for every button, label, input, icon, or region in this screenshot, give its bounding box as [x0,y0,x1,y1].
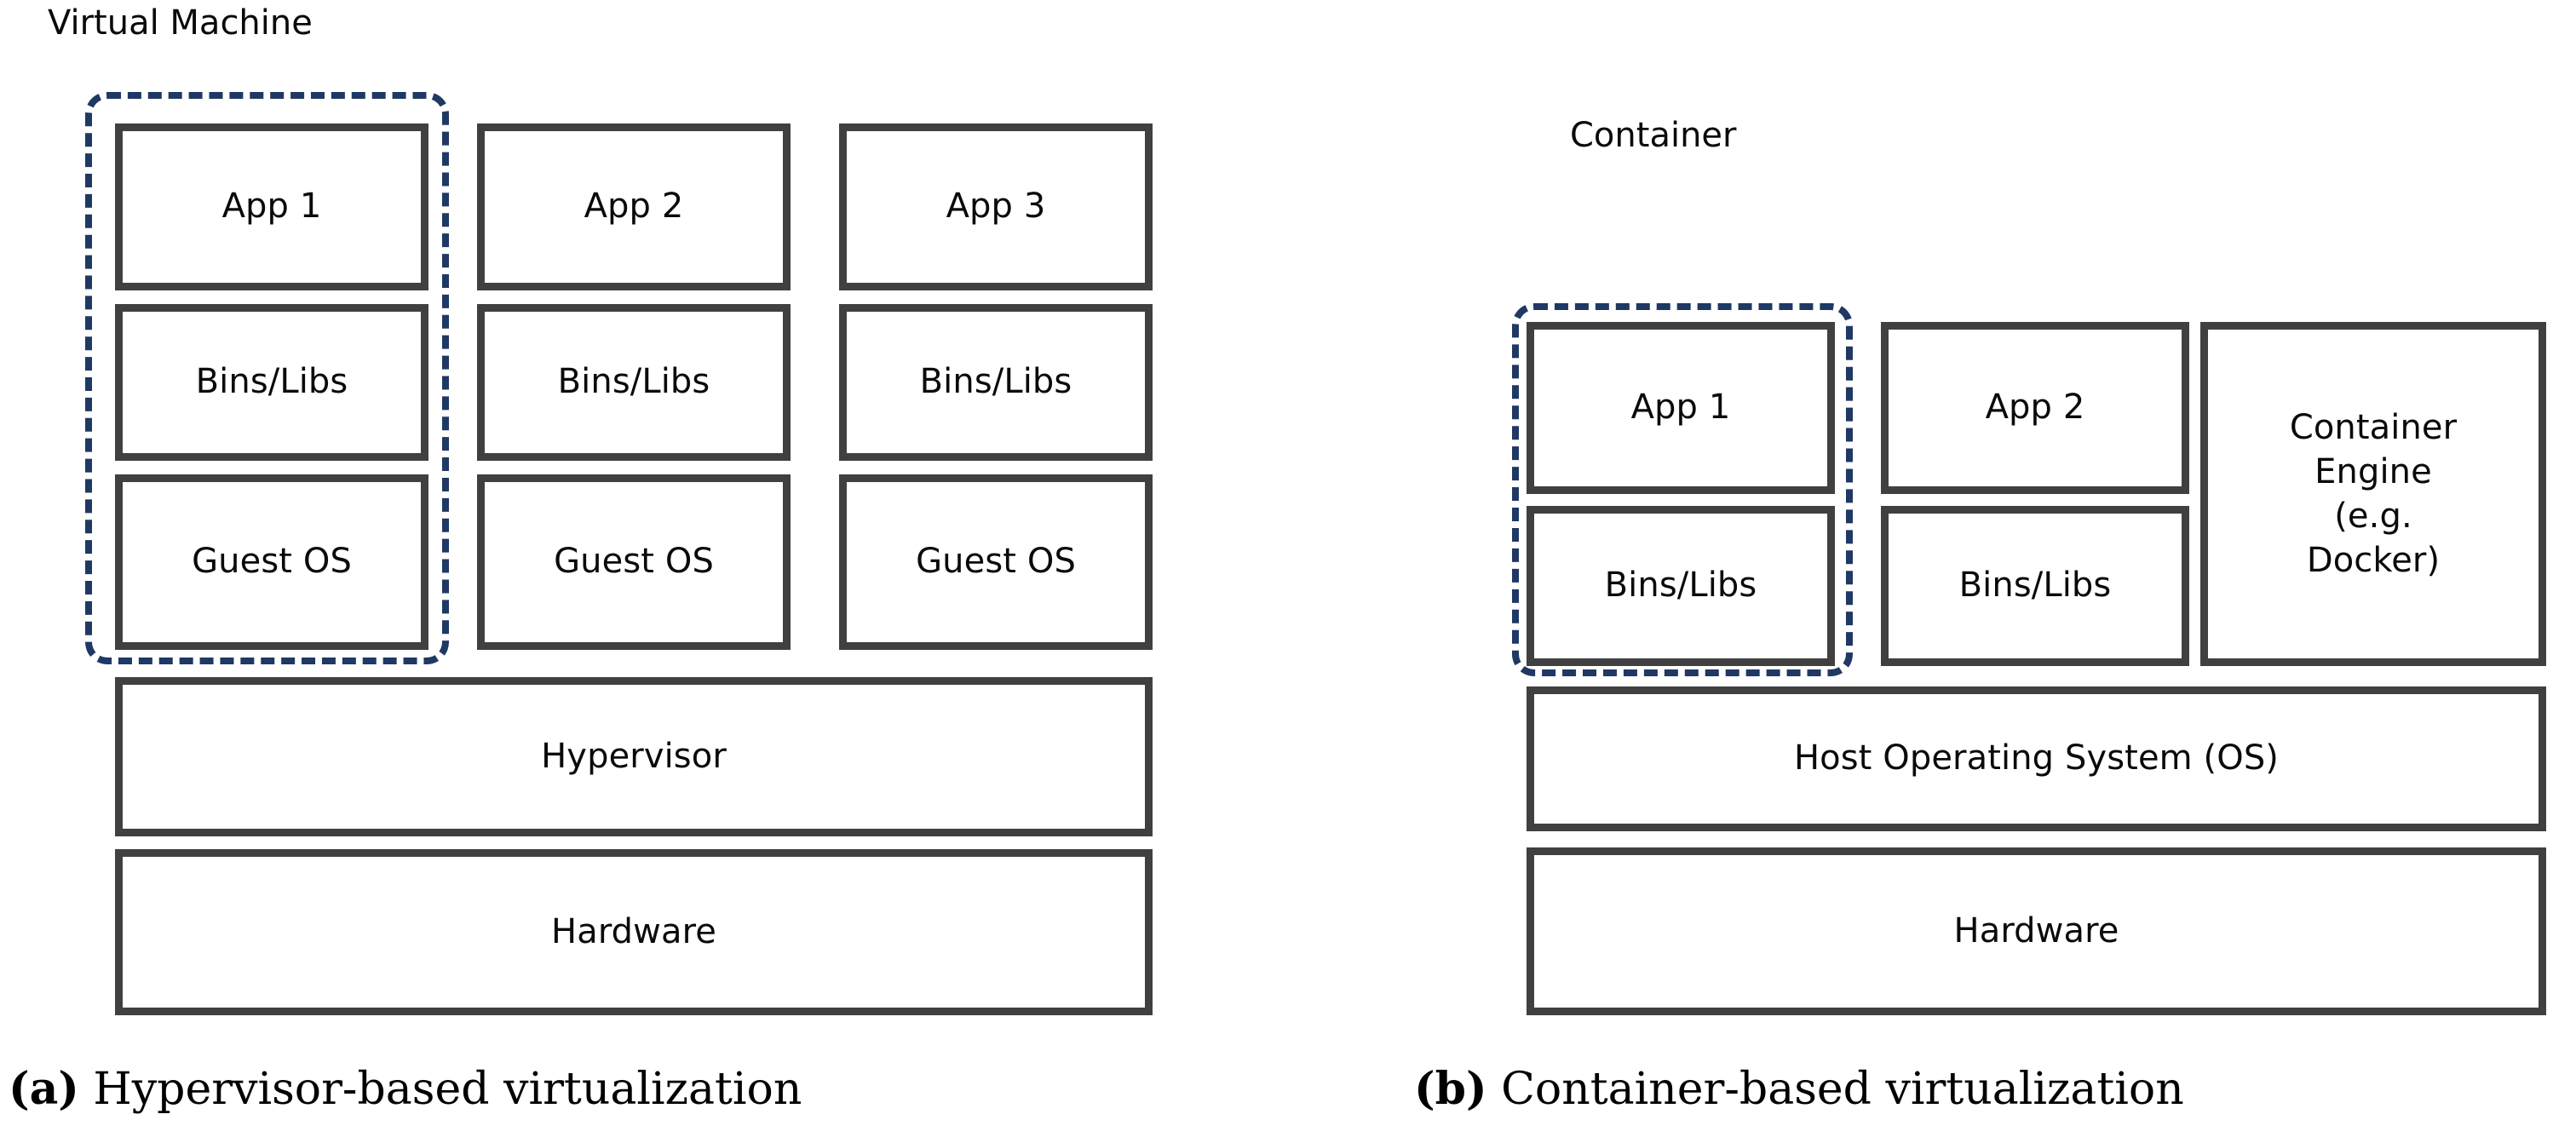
container-engine-line-3: (e.g. [2334,497,2412,536]
container1-bins-libs-box[interactable]: Bins/Libs [1527,506,1835,666]
panel-a-caption-label: (a) [9,1063,79,1115]
vm1-bins-libs-box[interactable]: Bins/Libs [115,304,428,461]
container-engine-box[interactable]: Container Engine (e.g. Docker) [2200,322,2546,666]
panel-b-caption: (b) Container-based virtualization [1414,1063,2184,1115]
panel-b-caption-text: Container-based virtualization [1486,1064,2184,1115]
vm3-app-box[interactable]: App 3 [839,123,1153,290]
vm-group-label: Virtual Machine [48,3,313,43]
vm3-guest-os-box[interactable]: Guest OS [839,474,1153,650]
vm3-bins-libs-box[interactable]: Bins/Libs [839,304,1153,461]
vm1-app-box[interactable]: App 1 [115,123,428,290]
container-engine-line-4: Docker) [2306,541,2441,580]
container1-app-box[interactable]: App 1 [1527,322,1835,494]
container2-bins-libs-box[interactable]: Bins/Libs [1881,506,2189,666]
container-engine-line-1: Container [2289,408,2458,447]
vm2-bins-libs-box[interactable]: Bins/Libs [477,304,791,461]
vm1-guest-os-box[interactable]: Guest OS [115,474,428,650]
panel-a-caption-text: Hypervisor-based virtualization [78,1064,802,1115]
panel-b-hardware-box[interactable]: Hardware [1527,847,2546,1015]
panel-a-caption: (a) Hypervisor-based virtualization [9,1063,802,1115]
container-engine-line-2: Engine [2314,452,2432,491]
vm2-app-box[interactable]: App 2 [477,123,791,290]
hypervisor-box[interactable]: Hypervisor [115,677,1153,836]
container2-app-box[interactable]: App 2 [1881,322,2189,494]
vm2-guest-os-box[interactable]: Guest OS [477,474,791,650]
panel-a-hardware-box[interactable]: Hardware [115,849,1153,1015]
host-operating-system-box[interactable]: Host Operating System (OS) [1527,686,2546,831]
container-group-label: Container [1570,116,1737,155]
panel-b-caption-label: (b) [1414,1063,1487,1115]
